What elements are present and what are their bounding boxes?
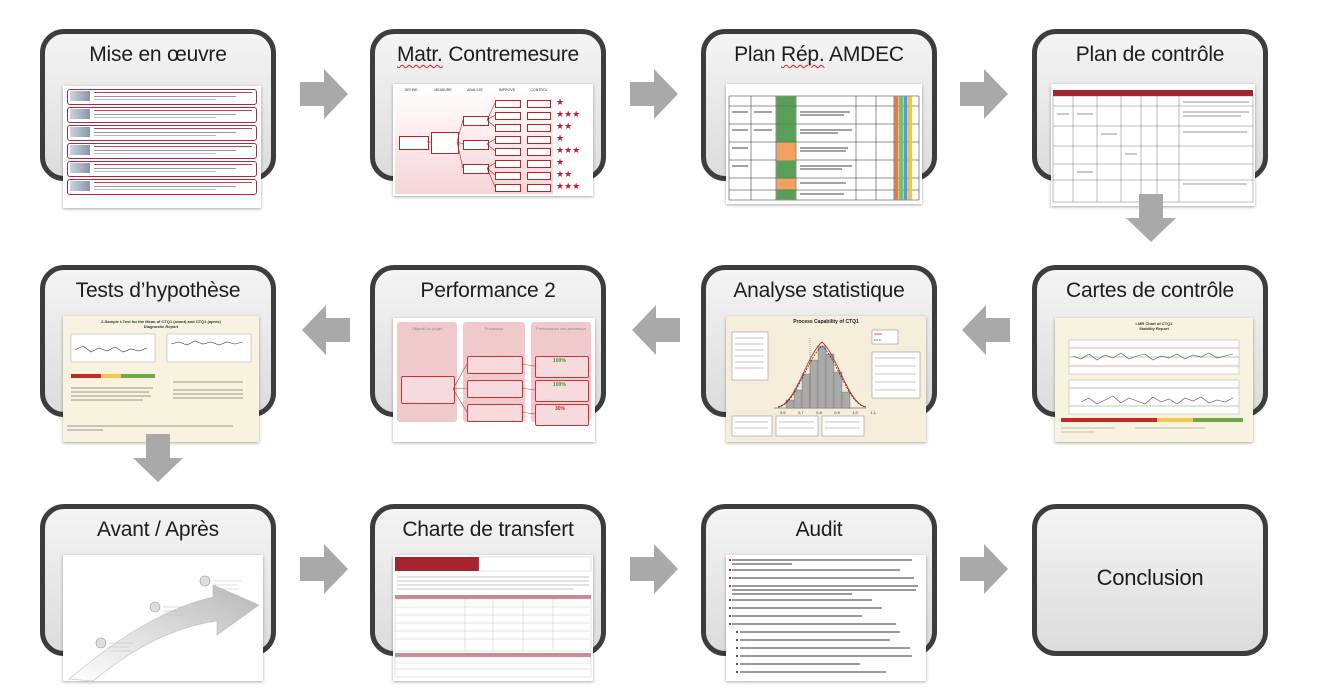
step-card-plan-de-controle[interactable]: Plan de contrôle: [1032, 29, 1268, 206]
stat-title: Process Capability of CTQ1: [793, 319, 859, 325]
step-title: Plan Rép. AMDEC: [734, 43, 904, 66]
arrow-right-icon: [960, 544, 1008, 594]
step-title: Avant / Après: [97, 518, 219, 541]
step-card-analyse-statistique[interactable]: Analyse statistique Process Capability o…: [701, 265, 937, 442]
cartes-title: I-MR Chart of CTQ1: [1135, 321, 1173, 326]
perf-pct: 30%: [555, 406, 566, 412]
step-card-plan-rep-amdec[interactable]: Plan Rép. AMDEC: [701, 29, 937, 204]
perf-pct: 100%: [553, 358, 566, 364]
col-define: DEFINE: [404, 88, 418, 92]
cartes-subtitle: Stability Report: [1139, 326, 1169, 331]
col-analyze: ANALYZE: [467, 88, 483, 92]
cartes-thumbnail: I-MR Chart of CTQ1 Stability Report: [1055, 318, 1253, 442]
audit-thumbnail: [726, 555, 926, 681]
step-title: Performance 2: [420, 279, 556, 302]
step-title: Audit: [795, 518, 843, 541]
plan-controle-thumbnail: [1051, 84, 1255, 206]
perf-header: Performance des processus: [536, 326, 586, 331]
arrow-right-icon: [300, 69, 348, 119]
col-improve: IMPROVE: [498, 88, 516, 92]
col-control: CONTROL: [530, 88, 548, 92]
step-card-matr-contremesure[interactable]: Matr. Contremesure DEFINE MEASURE ANALYZ…: [370, 29, 606, 196]
perf-header: Processus: [484, 326, 504, 331]
arrow-left-icon: [302, 305, 350, 355]
step-title: Mise en œuvre: [89, 43, 227, 66]
arrow-left-icon: [962, 305, 1010, 355]
step-title: Charte de transfert: [402, 518, 574, 541]
step-card-tests-hypothese[interactable]: Tests d’hypothèse 2-Sample t-Test for th…: [40, 265, 276, 442]
tests-thumbnail: 2-Sample t-Test for the Mean of CTQ1 (av…: [63, 316, 259, 442]
arrow-right-icon: [960, 69, 1008, 119]
arrow-right-icon: [630, 69, 678, 119]
performance-thumbnail: Objectif du projet Processus Performance…: [393, 318, 595, 442]
stat-thumbnail: Process Capability of CTQ1: [726, 316, 926, 442]
step-title: Tests d’hypothèse: [75, 279, 241, 302]
arrow-down-icon: [1126, 194, 1176, 242]
step-card-cartes-de-controle[interactable]: Cartes de contrôle I-MR Chart of CTQ1 St…: [1032, 265, 1268, 442]
step-card-charte-de-transfert[interactable]: Charte de transfert: [370, 504, 606, 681]
matrice-thumbnail: DEFINE MEASURE ANALYZE IMPROVE CONTROL: [393, 84, 593, 196]
perf-header: Objectif du projet: [411, 326, 443, 331]
tests-subtitle: Diagnostic Report: [143, 324, 179, 329]
step-card-conclusion[interactable]: Conclusion: [1032, 504, 1268, 656]
step-card-mise-en-oeuvre[interactable]: Mise en œuvre: [40, 29, 276, 208]
arrow-down-icon: [133, 434, 183, 482]
amdec-thumbnail: [726, 84, 922, 204]
arrow-right-icon: [630, 544, 678, 594]
col-measure: MEASURE: [434, 88, 452, 92]
step-card-avant-apres[interactable]: Avant / Après: [40, 504, 276, 682]
charte-thumbnail: [393, 555, 593, 681]
step-title: Cartes de contrôle: [1066, 279, 1234, 302]
step-title: Analyse statistique: [733, 279, 905, 302]
perf-pct: 100%: [553, 382, 566, 388]
step-card-audit[interactable]: Audit: [701, 504, 937, 681]
step-card-performance-2[interactable]: Performance 2 Objectif du projet Process…: [370, 265, 606, 442]
avant-apres-thumbnail: [63, 555, 263, 682]
mise-en-oeuvre-thumbnail: [63, 86, 261, 208]
step-title: Plan de contrôle: [1075, 43, 1225, 66]
step-title: Matr. Contremesure: [397, 43, 579, 66]
step-title: Conclusion: [1096, 565, 1204, 590]
arrow-left-icon: [632, 305, 680, 355]
tests-title: 2-Sample t-Test for the Mean of CTQ1 (av…: [101, 319, 221, 324]
arrow-right-icon: [300, 544, 348, 594]
